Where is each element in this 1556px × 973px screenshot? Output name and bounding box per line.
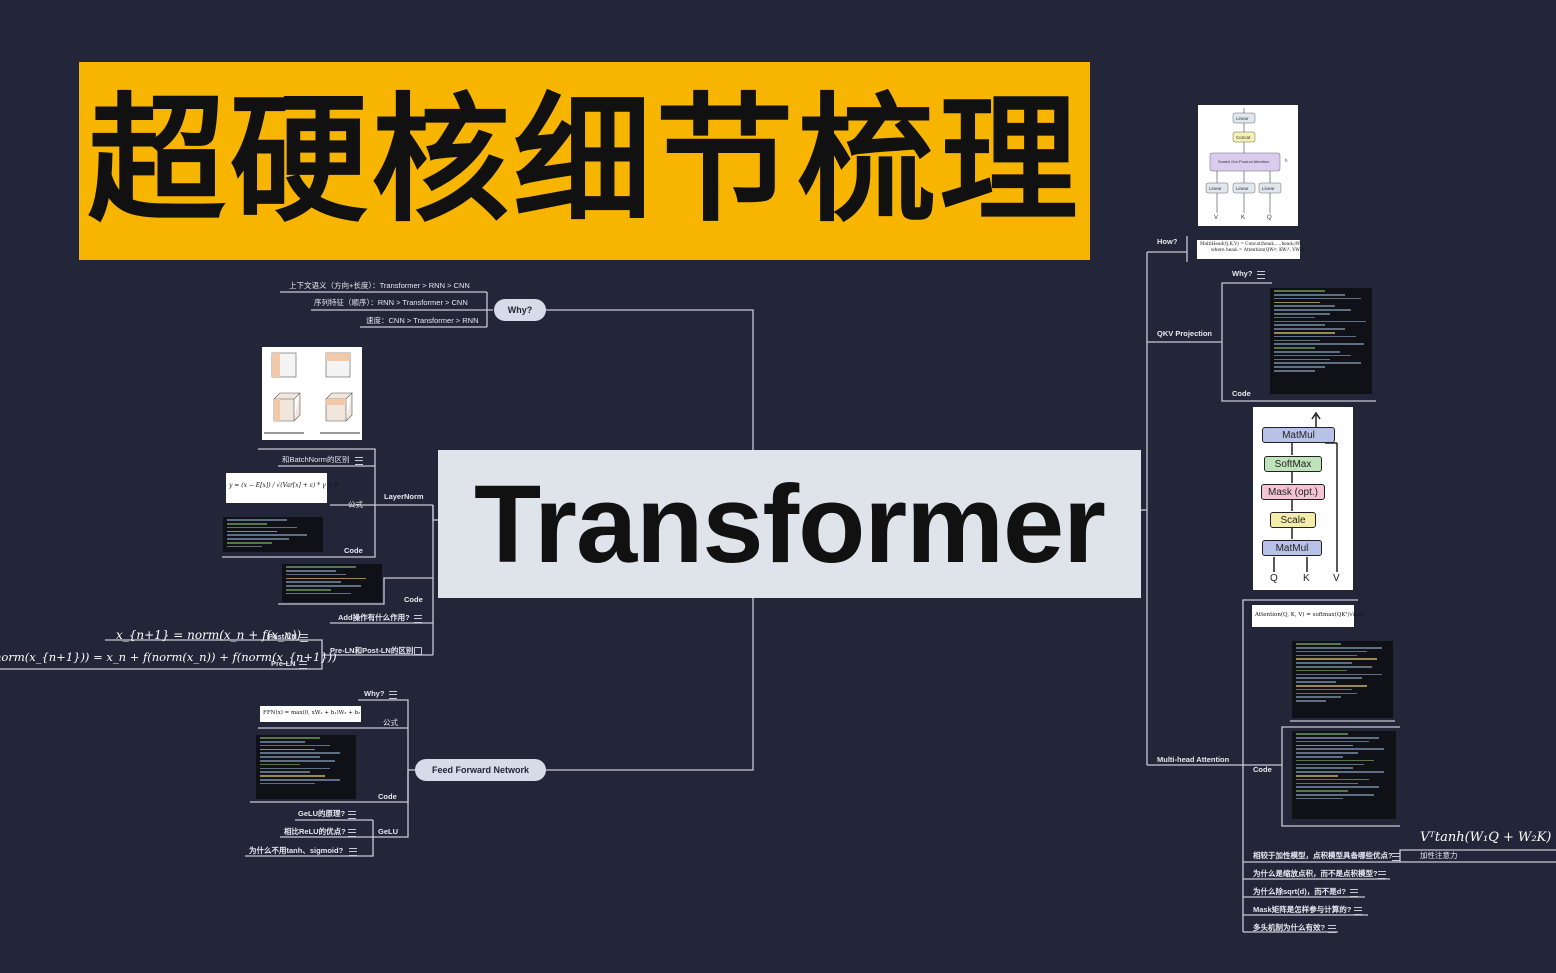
ffn-code-label[interactable]: Code xyxy=(378,792,397,801)
sdpa-input-q: Q xyxy=(1270,573,1278,584)
mha-heads-label: h xyxy=(1285,158,1288,163)
mha-code-snippet-2 xyxy=(1292,731,1396,819)
note-icon[interactable] xyxy=(1392,853,1400,861)
multihead-formula-image: MultiHead(Q,K,V) = Concat(head₁,...,head… xyxy=(1197,240,1305,259)
note-icon[interactable] xyxy=(414,615,422,623)
qkv-why[interactable]: Why? xyxy=(1232,269,1253,278)
additive-attention-label[interactable]: 加性注意力 xyxy=(1420,851,1458,860)
note-icon[interactable] xyxy=(1354,907,1362,915)
mha-block-linear-k: Linear xyxy=(1236,186,1249,191)
ffn-formula: FFN(x) = max(0, xW₁ + b₁)W₂ + b₂ xyxy=(263,710,361,716)
multihead-formula-line1: MultiHead(Q,K,V) = Concat(head₁,...,head… xyxy=(1200,242,1303,247)
mha-question-dot-vs-additive[interactable]: 相较于加性模型，点积模型具备哪些优点? xyxy=(1253,851,1393,860)
topic-why[interactable]: Why? xyxy=(494,299,546,321)
post-ln-label[interactable]: Post-LN xyxy=(268,632,297,641)
mha-input-k: K xyxy=(1241,215,1246,221)
mha-code-snippet-1 xyxy=(1292,641,1393,718)
topic-ffn[interactable]: Feed Forward Network xyxy=(415,759,546,781)
ffn-why[interactable]: Why? xyxy=(364,689,385,698)
sdpa-block-softmax: SoftMax xyxy=(1264,456,1322,472)
mha-block-linear-top: Linear xyxy=(1236,116,1249,121)
scaled-dot-product-diagram: MatMul SoftMax Mask (opt.) Scale MatMul … xyxy=(1253,407,1353,590)
attention-formula: Attention(Q, K, V) = softmax(QKᵀ/√dₖ)V xyxy=(1255,612,1365,618)
mha-question-why-multihead[interactable]: 多头机制为什么有效? xyxy=(1253,923,1326,932)
additive-attention-formula: Vᵀtanh(W₁Q + W₂K) xyxy=(1420,830,1552,845)
layernorm-formula-label[interactable]: 公式 xyxy=(348,500,363,509)
note-icon[interactable] xyxy=(1378,871,1386,879)
attention-formula-image: Attention(Q, K, V) = softmax(QKᵀ/√dₖ)V xyxy=(1252,605,1365,627)
topic-ffn-label: Feed Forward Network xyxy=(431,765,530,775)
ffn-formula-label[interactable]: 公式 xyxy=(383,718,398,727)
why-item-sequence[interactable]: 序列特征（顺序）：RNN > Transformer > CNN xyxy=(314,298,468,307)
sdpa-block-matmul-top: MatMul xyxy=(1262,427,1335,443)
qkv-code-snippet xyxy=(1270,288,1372,394)
note-icon[interactable] xyxy=(349,848,357,856)
mha-question-scaled[interactable]: 为什么是缩放点积，而不是点积模型? xyxy=(1253,869,1378,878)
topic-how[interactable]: How? xyxy=(1157,237,1178,246)
note-icon[interactable] xyxy=(1350,889,1358,897)
pre-post-ln-diff[interactable]: Pre-LN和Post-LN的区别 xyxy=(330,646,414,655)
external-link-icon[interactable] xyxy=(414,647,422,655)
note-icon[interactable] xyxy=(389,691,397,699)
note-icon[interactable] xyxy=(299,661,307,669)
central-topic[interactable]: Transformer xyxy=(438,450,1141,598)
note-icon[interactable] xyxy=(348,811,356,819)
note-icon[interactable] xyxy=(300,634,308,642)
mha-block-linear-q: Linear xyxy=(1262,186,1275,191)
sdpa-block-mask: Mask (opt.) xyxy=(1261,484,1325,500)
add-question[interactable]: Add操作有什么作用? xyxy=(338,613,410,622)
topic-layernorm[interactable]: LayerNorm xyxy=(384,492,424,501)
multihead-attention-diagram: Linear Concat Scaled Dot-Product Attenti… xyxy=(1198,105,1298,226)
note-icon[interactable] xyxy=(1257,271,1265,279)
mha-question-mask[interactable]: Mask矩阵是怎样参与计算的? xyxy=(1253,905,1352,914)
banner-title: 超硬核细节梳理 xyxy=(87,80,1082,241)
note-icon[interactable] xyxy=(355,457,363,465)
sdpa-block-matmul-bottom: MatMul xyxy=(1262,540,1322,556)
gelu-principle[interactable]: GeLU的原理? xyxy=(298,809,346,818)
layernorm-formula-image: y = (x − E[x]) / √(Var[x] + ε) * γ + β xyxy=(226,473,338,503)
add-norm-code-label[interactable]: Code xyxy=(404,595,423,604)
pre-ln-formula: norm(x_{n+1})) = x_n + f(norm(x_n)) + f(… xyxy=(0,650,337,664)
qkv-code-label[interactable]: Code xyxy=(1232,389,1251,398)
gelu-vs-relu[interactable]: 相比ReLU的优点? xyxy=(284,827,346,836)
topic-multihead-attention[interactable]: Multi-head Attention xyxy=(1157,755,1230,764)
topic-gelu[interactable]: GeLU xyxy=(378,827,399,836)
mha-question-sqrt[interactable]: 为什么除sqrt(d)，而不是d? xyxy=(1253,887,1346,896)
title-banner: 超硬核细节梳理 xyxy=(79,62,1090,260)
mha-block-sdpa: Scaled Dot-Product Attention xyxy=(1218,159,1270,164)
note-icon[interactable] xyxy=(348,829,356,837)
why-item-context[interactable]: 上下文语义（方向+长度）：Transformer > RNN > CNN xyxy=(289,281,470,290)
why-item-speed[interactable]: 速度：CNN > Transformer > RNN xyxy=(366,316,479,325)
mha-block-concat: Concat xyxy=(1236,135,1251,140)
sdpa-block-scale: Scale xyxy=(1270,512,1316,528)
mha-input-v: V xyxy=(1214,215,1219,221)
layernorm-formula: y = (x − E[x]) / √(Var[x] + ε) * γ + β xyxy=(229,482,338,489)
multihead-formula-line2: where headᵢ = Attention(QWᵢᵠ, KWᵢᴷ, VWᵢⱽ… xyxy=(1211,248,1305,253)
ffn-formula-image: FFN(x) = max(0, xW₁ + b₁)W₂ + b₂ xyxy=(260,706,361,722)
layernorm-batchnorm-diff[interactable]: 和BatchNorm的区别 xyxy=(282,455,350,464)
central-topic-label: Transformer xyxy=(474,462,1106,586)
gelu-why-not-tanh[interactable]: 为什么不用tanh、sigmoid? xyxy=(249,846,344,855)
sdpa-input-k: K xyxy=(1303,573,1310,584)
norm-comparison-image xyxy=(262,347,362,440)
mha-input-q: Q xyxy=(1267,215,1272,221)
add-norm-code-snippet xyxy=(282,564,382,602)
post-ln-formula: x_{n+1} = norm(x_n + f(x_n)) xyxy=(116,628,302,642)
mha-block-linear-v: Linear xyxy=(1209,186,1222,191)
layernorm-code-snippet xyxy=(223,517,323,552)
ffn-code-snippet xyxy=(256,735,356,799)
topic-why-label: Why? xyxy=(507,305,533,315)
layernorm-code-label[interactable]: Code xyxy=(344,546,363,555)
topic-qkv-projection[interactable]: QKV Projection xyxy=(1157,329,1213,338)
pre-ln-label[interactable]: Pre-LN xyxy=(271,659,296,668)
mha-code-label[interactable]: Code xyxy=(1253,765,1272,774)
sdpa-input-v: V xyxy=(1333,573,1340,584)
note-icon[interactable] xyxy=(1328,925,1336,933)
